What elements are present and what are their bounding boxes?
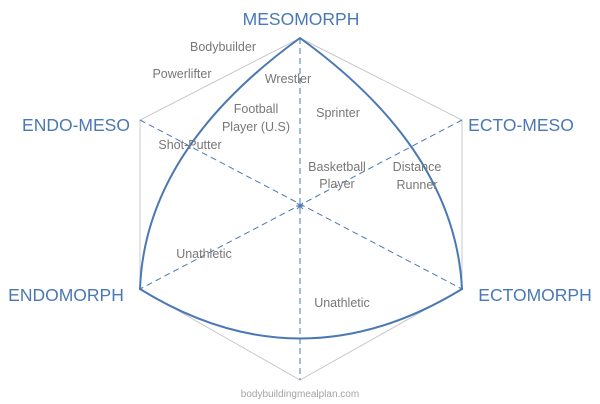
label-ecto-meso: ECTO-MESO <box>468 115 574 135</box>
label-ectomorph: ECTOMORPH <box>478 285 591 305</box>
label-mesomorph: MESOMORPH <box>243 9 360 29</box>
label-unathletic-right: Unathletic <box>314 296 370 310</box>
label-shot-putter: Shot-Putter <box>158 138 221 152</box>
label-bodybuilder: Bodybuilder <box>190 40 256 54</box>
watermark: bodybuildingmealplan.com <box>241 389 359 400</box>
label-distance-line1: Distance <box>393 160 442 174</box>
background-hexagon <box>139 37 463 381</box>
center-mark <box>296 202 304 210</box>
label-basketball-line1: Basketball <box>308 160 366 174</box>
label-endomorph: ENDOMORPH <box>8 285 124 305</box>
somatotype-outline <box>138 36 464 340</box>
label-wrestler: Wrestler <box>265 72 311 86</box>
label-football-line1: Football <box>234 102 278 116</box>
label-endo-meso: ENDO-MESO <box>22 115 130 135</box>
label-sprinter: Sprinter <box>316 106 360 120</box>
label-distance-line2: Runner <box>397 178 438 192</box>
label-unathletic-left: Unathletic <box>176 247 232 261</box>
label-basketball-line2: Player <box>319 177 354 191</box>
label-powerlifter: Powerlifter <box>152 67 211 81</box>
label-football-line2: Player (U.S) <box>222 120 290 134</box>
